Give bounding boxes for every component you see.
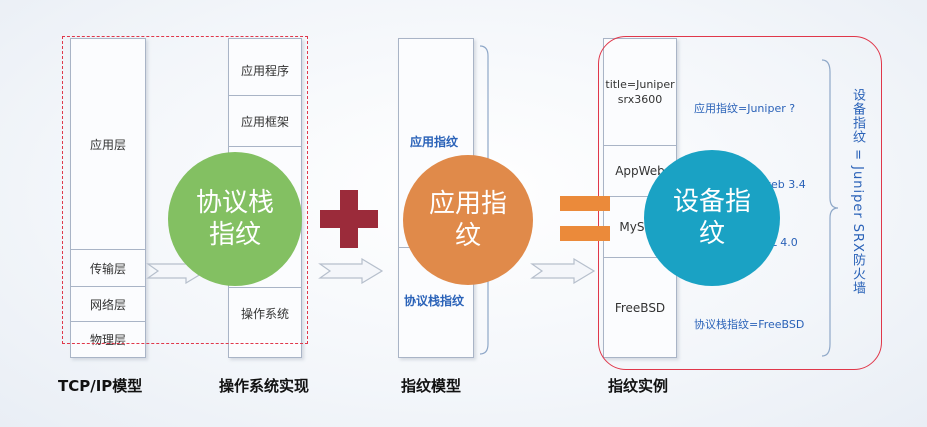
instance-brace [821,59,839,357]
fingerprint-model-app-label: 应用指纹 [410,135,459,149]
tcpip-caption: TCP/IP模型 [58,377,143,395]
tcpip-application-layer: 应用层 [71,39,145,250]
device-fingerprint-result: 设备指纹 = Juniper SRX防火墙 [850,88,865,295]
application-fingerprint-circle: 应用指 纹 [403,155,533,285]
instance-app-fp-annotation: 应用指纹=Juniper ? [694,102,796,115]
plus-icon [320,190,378,248]
fingerprint-model-proto-label: 协议栈指纹 [404,294,465,308]
os-caption: 操作系统实现 [219,377,310,395]
arrow-right-icon [530,258,596,284]
arrow-right-icon [318,258,384,284]
os-application-program: 应用程序 [229,45,301,96]
instance-proto-fp-annotation: 协议栈指纹=FreeBSD [694,318,805,331]
tcpip-transport-layer: 传输层 [71,250,145,287]
os-operating-system: 操作系统 [229,288,301,338]
tcpip-physical-layer: 物理层 [71,322,145,357]
protocol-stack-dashed-outline [62,36,308,344]
os-application-framework: 应用框架 [229,96,301,147]
tcpip-network-layer: 网络层 [71,287,145,322]
instance-freebsd-cell: FreeBSD [604,258,676,357]
device-fingerprint-circle: 设备指 纹 [644,150,780,286]
tcpip-stack: 应用层 传输层 网络层 物理层 [70,38,146,358]
fingerprint-model-caption: 指纹模型 [401,377,462,395]
instance-caption: 指纹实例 [608,377,669,395]
protocol-stack-fingerprint-circle: 协议栈 指纹 [168,152,302,286]
equals-icon [560,196,610,241]
